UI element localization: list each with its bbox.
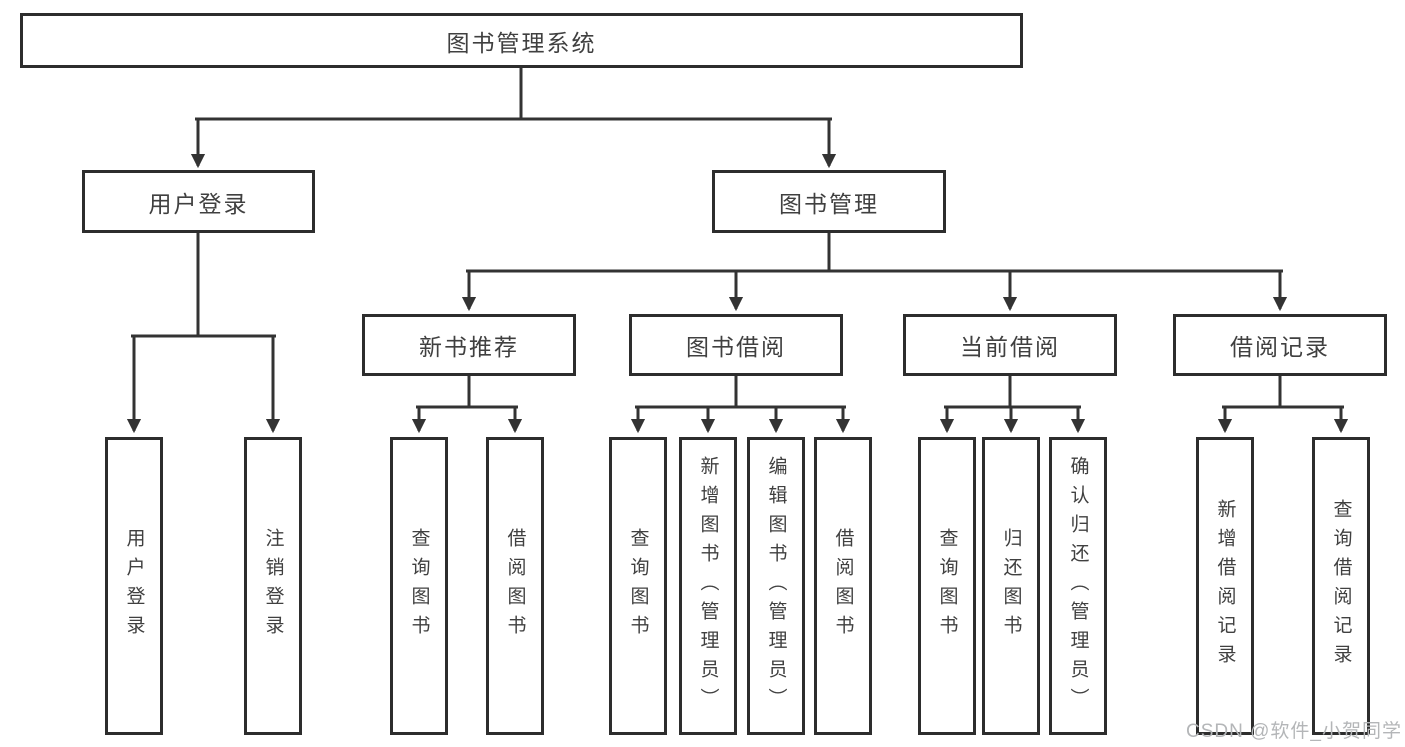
watermark: CSDN @软件_小贺同学 xyxy=(1186,721,1402,742)
node-leaf-return-book: 归还图书 xyxy=(982,437,1040,735)
node-leaf-query-books-current: 查询图书 xyxy=(918,437,976,735)
node-label: 借阅图书 xyxy=(832,528,854,644)
node-leaf-confirm-return-admin: 确认归还（管理员） xyxy=(1049,437,1107,735)
node-leaf-borrow-books-borrowing: 借阅图书 xyxy=(814,437,872,735)
node-label: 图书管理系统 xyxy=(446,29,597,56)
node-leaf-query-borrow-record: 查询借阅记录 xyxy=(1312,437,1370,735)
node-label: 查询借阅记录 xyxy=(1330,499,1352,673)
node-user-login: 用户登录 xyxy=(82,170,315,233)
node-leaf-query-books-recommend: 查询图书 xyxy=(390,437,448,735)
node-leaf-borrow-books-recommend: 借阅图书 xyxy=(486,437,544,735)
node-label: 查询图书 xyxy=(408,528,430,644)
node-label: 当前借阅 xyxy=(960,334,1060,360)
node-label: 借阅记录 xyxy=(1230,334,1330,360)
node-label: 新增借阅记录 xyxy=(1214,499,1236,673)
node-book-borrowing: 图书借阅 xyxy=(629,314,843,376)
node-label: 借阅图书 xyxy=(504,528,526,644)
node-label: 确认归还（管理员） xyxy=(1067,455,1089,717)
node-leaf-query-books-borrowing: 查询图书 xyxy=(609,437,667,735)
node-label: 新增图书（管理员） xyxy=(697,455,719,717)
node-leaf-add-book-admin: 新增图书（管理员） xyxy=(679,437,737,735)
connector-book-mgmt-to-level3 xyxy=(461,230,1288,312)
connector-book-borrowing-to-leaves xyxy=(630,373,851,434)
connector-current-borrowing-to-leaves xyxy=(939,373,1086,434)
node-label: 新书推荐 xyxy=(419,334,519,360)
connector-new-book-recommend-to-leaves xyxy=(411,373,523,434)
node-label: 编辑图书（管理员） xyxy=(765,455,787,717)
node-label: 图书管理 xyxy=(779,190,879,217)
node-label: 用户登录 xyxy=(148,190,249,217)
node-library-system: 图书管理系统 xyxy=(20,13,1023,68)
node-label: 归还图书 xyxy=(1000,528,1022,644)
node-leaf-edit-book-admin: 编辑图书（管理员） xyxy=(747,437,805,735)
node-label: 注销登录 xyxy=(262,528,284,644)
connector-root-to-level2 xyxy=(190,65,837,169)
node-book-management: 图书管理 xyxy=(712,170,946,233)
node-current-borrowing: 当前借阅 xyxy=(903,314,1117,376)
node-label: 查询图书 xyxy=(936,528,958,644)
connector-borrowing-records-to-leaves xyxy=(1217,373,1349,434)
connector-user-login-to-leaves xyxy=(126,230,281,434)
node-leaf-user-login: 用户登录 xyxy=(105,437,163,735)
node-new-book-recommend: 新书推荐 xyxy=(362,314,576,376)
node-label: 图书借阅 xyxy=(686,334,786,360)
node-label: 查询图书 xyxy=(627,528,649,644)
node-borrowing-records: 借阅记录 xyxy=(1173,314,1387,376)
node-label: 用户登录 xyxy=(123,528,145,644)
node-leaf-logout: 注销登录 xyxy=(244,437,302,735)
node-leaf-add-borrow-record: 新增借阅记录 xyxy=(1196,437,1254,735)
